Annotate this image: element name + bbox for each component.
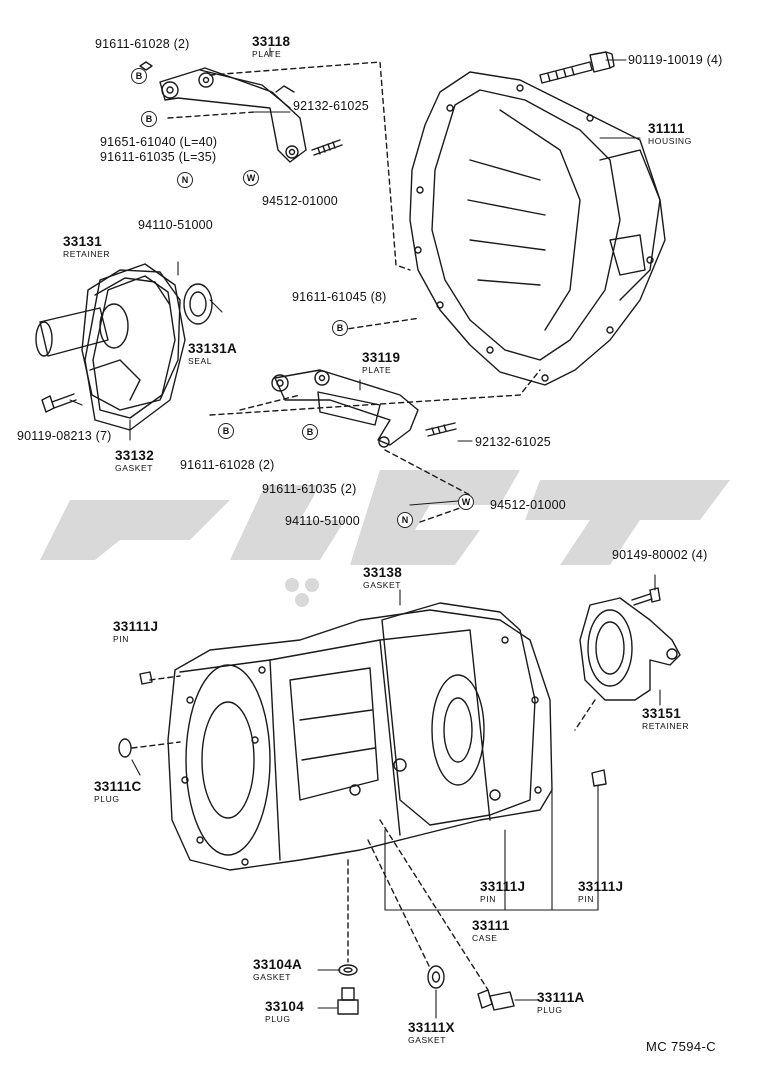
label-91651-61040: 91651-61040 (L=40) [100, 135, 218, 149]
bolt-top-left [139, 61, 153, 71]
watermark-logo [40, 470, 730, 607]
label-33111: 33111 CASE [472, 918, 510, 943]
washer-marker: W [458, 494, 474, 510]
pin-33111J-top [139, 671, 153, 685]
bolt-marker: B [218, 423, 234, 439]
bolt-marker: B [141, 111, 157, 127]
label-94512-01000-top: 94512-01000 [262, 194, 338, 208]
label-91611-61028-bottom: 91611-61028 (2) [180, 458, 275, 472]
gasket-33132 [84, 263, 186, 431]
label-92132-61025-top: 92132-61025 [293, 99, 369, 113]
seal-33131A [183, 283, 213, 325]
label-33119: 33119 PLATE [362, 350, 401, 375]
label-33138: 33138 GASKET [363, 565, 403, 590]
bolt-90119-08213 [41, 393, 77, 413]
label-94512-01000-bottom: 94512-01000 [490, 498, 566, 512]
gasket-33104A [338, 964, 358, 976]
plate-33118 [159, 67, 307, 163]
label-33111J-right: 33111J PIN [578, 879, 624, 904]
diagram-code: MC 7594-C [646, 1039, 717, 1054]
stud-92132-bottom [425, 422, 457, 437]
bolt-90119-10019 [539, 51, 615, 84]
label-33118: 33118 PLATE [252, 34, 291, 59]
label-33111J-top: 33111J PIN [113, 619, 159, 644]
label-33104A: 33104A GASKET [253, 957, 303, 982]
retainer-33131 [35, 269, 181, 411]
housing-31111 [409, 71, 666, 386]
washer-marker: W [243, 170, 259, 186]
bolt-marker: B [332, 320, 348, 336]
pin-33111J-right [591, 769, 607, 787]
label-94110-51000-bottom: 94110-51000 [285, 514, 360, 528]
label-90149-80002: 90149-80002 (4) [612, 548, 708, 562]
label-91611-61028-top: 91611-61028 (2) [95, 37, 190, 51]
label-91611-61045: 91611-61045 (8) [292, 290, 387, 304]
label-33111J-middle: 33111J PIN [480, 879, 526, 904]
label-31111: 31111 HOUSING [648, 121, 692, 146]
nut-marker: N [177, 172, 193, 188]
label-90119-08213: 90119-08213 (7) [17, 429, 112, 443]
label-91611-61035-top: 91611-61035 (L=35) [100, 150, 217, 164]
label-33132: 33132 GASKET [115, 448, 155, 473]
bolt-90149-80002 [631, 587, 661, 606]
gasket-33111X [427, 965, 445, 989]
nut-marker: N [397, 512, 413, 528]
label-90119-10019: 90119-10019 (4) [628, 53, 723, 67]
plug-33111A [477, 989, 515, 1011]
label-91611-61035-bottom: 91611-61035 (2) [262, 482, 357, 496]
plug-33104 [337, 987, 359, 1015]
label-33111X: 33111X GASKET [408, 1020, 455, 1045]
label-33131A: 33131A SEAL [188, 341, 238, 366]
stud-92132-top [311, 139, 343, 156]
label-33111C: 33111C PLUG [94, 779, 142, 804]
bolt-marker: B [302, 424, 318, 440]
leader-lines-top [167, 61, 541, 523]
plate-33119 [271, 369, 419, 448]
bolt-marker: B [131, 68, 147, 84]
label-94110-51000-top: 94110-51000 [138, 218, 213, 232]
plug-33111C [118, 738, 132, 758]
label-92132-61025-bottom: 92132-61025 [475, 435, 551, 449]
retainer-33151 [579, 597, 681, 701]
label-33104: 33104 PLUG [265, 999, 305, 1024]
leader-lines-bottom [131, 675, 596, 991]
case-33111 [167, 609, 553, 871]
label-33111A: 33111A PLUG [537, 990, 585, 1015]
gasket-33138 [381, 602, 536, 826]
label-33151: 33151 RETAINER [642, 706, 690, 731]
label-33131: 33131 RETAINER [63, 234, 111, 259]
